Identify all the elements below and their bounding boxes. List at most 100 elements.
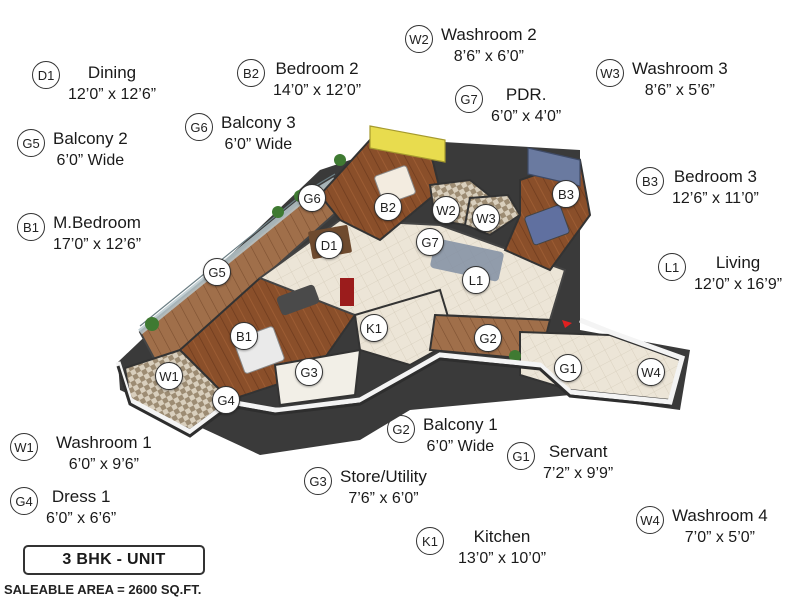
legend-dress-1: G4 Dress 1 6’0” x 6’6” — [10, 486, 116, 530]
room-name: PDR. — [505, 85, 547, 104]
plan-marker-w4: W4 — [637, 358, 665, 386]
plan-marker-g2: G2 — [474, 324, 502, 352]
room-name: Living — [715, 253, 761, 272]
room-dimensions: 12’0” x 16’9” — [694, 276, 783, 293]
room-code-badge: D1 — [32, 61, 60, 89]
room-code-badge: G5 — [17, 129, 45, 157]
plan-marker-g7: G7 — [416, 228, 444, 256]
plan-marker-g5: G5 — [203, 258, 231, 286]
room-dimensions: 6’0” x 6’6” — [46, 510, 117, 527]
plan-marker-w1: W1 — [155, 362, 183, 390]
legend-living: L1 Living 12’0” x 16’9” — [658, 252, 782, 296]
room-name: M.Bedroom — [53, 213, 141, 232]
plan-marker-w2: W2 — [432, 196, 460, 224]
outer-wall — [115, 317, 686, 435]
room-code-badge: B1 — [17, 213, 45, 241]
legend-washroom-4: W4 Washroom 4 7’0” x 5’0” — [636, 505, 768, 549]
room-name: Balcony 2 — [53, 129, 128, 148]
legend-bedroom-3: B3 Bedroom 3 12’6” x 11’0” — [636, 166, 759, 210]
plan-marker-k1: K1 — [360, 314, 388, 342]
unit-type-box: 3 BHK - UNIT — [23, 545, 205, 575]
legend-bedroom-2: B2 Bedroom 2 14’0” x 12’0” — [237, 58, 361, 102]
room-name: Balcony 3 — [221, 113, 296, 132]
bedroom-3-accent-wall — [527, 147, 581, 187]
floor-plan: G6 B2 W2 W3 B3 D1 G7 L1 G5 B1 K1 G2 W1 G… — [110, 110, 700, 470]
room-name: Store/Utility — [340, 467, 427, 486]
room-code-badge: W4 — [636, 506, 664, 534]
legend-washroom-3: W3 Washroom 3 8’6” x 5’6” — [596, 58, 728, 102]
room-name: Washroom 2 — [441, 25, 537, 44]
floor-plan-drawing — [115, 125, 690, 455]
plant — [509, 350, 521, 362]
saleable-area-label: SALEABLE AREA = 2600 SQ.FT. — [4, 582, 202, 597]
plan-marker-b2: B2 — [374, 193, 402, 221]
plan-marker-d1: D1 — [315, 231, 343, 259]
plan-marker-g6: G6 — [298, 184, 326, 212]
plan-marker-l1: L1 — [462, 266, 490, 294]
room-dimensions: 13’0” x 10’0” — [458, 550, 547, 567]
room-code-badge: K1 — [416, 527, 444, 555]
room-dimensions: 14’0” x 12’0” — [273, 82, 362, 99]
plant — [145, 317, 159, 331]
room-name: Washroom 3 — [632, 59, 728, 78]
room-name: Servant — [548, 442, 608, 461]
plan-marker-b3: B3 — [552, 180, 580, 208]
room-dimensions: 8’6” x 6’0” — [453, 48, 524, 65]
room-dimensions: 8’6” x 5’6” — [644, 82, 715, 99]
legend-servant: G1 Servant 7’2” x 9’9” — [507, 441, 613, 485]
sofa — [276, 284, 320, 316]
room-code-badge: W2 — [405, 25, 433, 53]
plant — [334, 154, 346, 166]
room-name: Bedroom 2 — [275, 59, 359, 78]
room-dimensions: 17’0” x 12’6” — [53, 236, 142, 253]
room-dimensions: 12’0” x 12’6” — [68, 86, 157, 103]
plan-marker-b1: B1 — [230, 322, 258, 350]
room-code-badge: G6 — [185, 113, 213, 141]
room-dimensions: 12’6” x 11’0” — [672, 190, 759, 207]
legend-store-utility: G3 Store/Utility 7’6” x 6’0” — [304, 466, 427, 510]
room-code-badge: B2 — [237, 59, 265, 87]
room-dimensions: 6’0” Wide — [56, 152, 125, 169]
plant — [272, 206, 284, 218]
room-code-badge: G7 — [455, 85, 483, 113]
room-name: Washroom 4 — [672, 506, 768, 525]
room-dimensions: 6’0” Wide — [426, 438, 495, 455]
room-code-badge: W1 — [10, 433, 38, 461]
legend-master-bedroom: B1 M.Bedroom 17’0” x 12’6” — [17, 212, 141, 256]
room-code-badge: G1 — [507, 442, 535, 470]
room-dimensions: 6’0” x 9’6” — [68, 456, 139, 473]
room-name: Dining — [87, 63, 137, 82]
bedroom-2-accent-wall — [369, 125, 446, 163]
plan-marker-g1: G1 — [554, 354, 582, 382]
refrigerator — [340, 278, 354, 306]
plan-marker-w3: W3 — [472, 204, 500, 232]
room-name: Bedroom 3 — [673, 167, 758, 186]
room-name: Washroom 1 — [56, 433, 152, 452]
room-code-badge: G4 — [10, 487, 38, 515]
room-dimensions: 7’0” x 5’0” — [684, 529, 755, 546]
room-dimensions: 7’6” x 6’0” — [348, 490, 419, 507]
plan-marker-g4: G4 — [212, 386, 240, 414]
plan-marker-g3: G3 — [295, 358, 323, 386]
room-code-badge: B3 — [636, 167, 664, 195]
room-name: Balcony 1 — [423, 415, 498, 434]
room-code-badge: L1 — [658, 253, 686, 281]
legend-pdr: G7 PDR. 6’0” x 4’0” — [455, 84, 561, 128]
legend-kitchen: K1 Kitchen 13’0” x 10’0” — [416, 526, 546, 570]
legend-balcony-3: G6 Balcony 3 6’0” Wide — [185, 112, 296, 156]
entry-marker — [562, 320, 572, 328]
bed-3 — [524, 204, 570, 246]
legend-balcony-2: G5 Balcony 2 6’0” Wide — [17, 128, 128, 172]
outer-wall-shadow — [116, 357, 671, 438]
unit-type-label: 3 BHK - UNIT — [62, 551, 166, 568]
room-name: Dress 1 — [51, 487, 111, 506]
room-code-badge: G3 — [304, 467, 332, 495]
room-dimensions: 6’0” x 4’0” — [491, 108, 562, 125]
legend-washroom-2: W2 Washroom 2 8’6” x 6’0” — [405, 24, 537, 68]
legend-washroom-1: W1 Washroom 1 6’0” x 9’6” — [10, 432, 152, 476]
room-name: Kitchen — [473, 527, 531, 546]
room-dimensions: 7’2” x 9’9” — [543, 465, 614, 482]
room-dimensions: 6’0” Wide — [224, 136, 293, 153]
room-code-badge: W3 — [596, 59, 624, 87]
legend-dining: D1 Dining 12’0” x 12’6” — [32, 60, 156, 106]
